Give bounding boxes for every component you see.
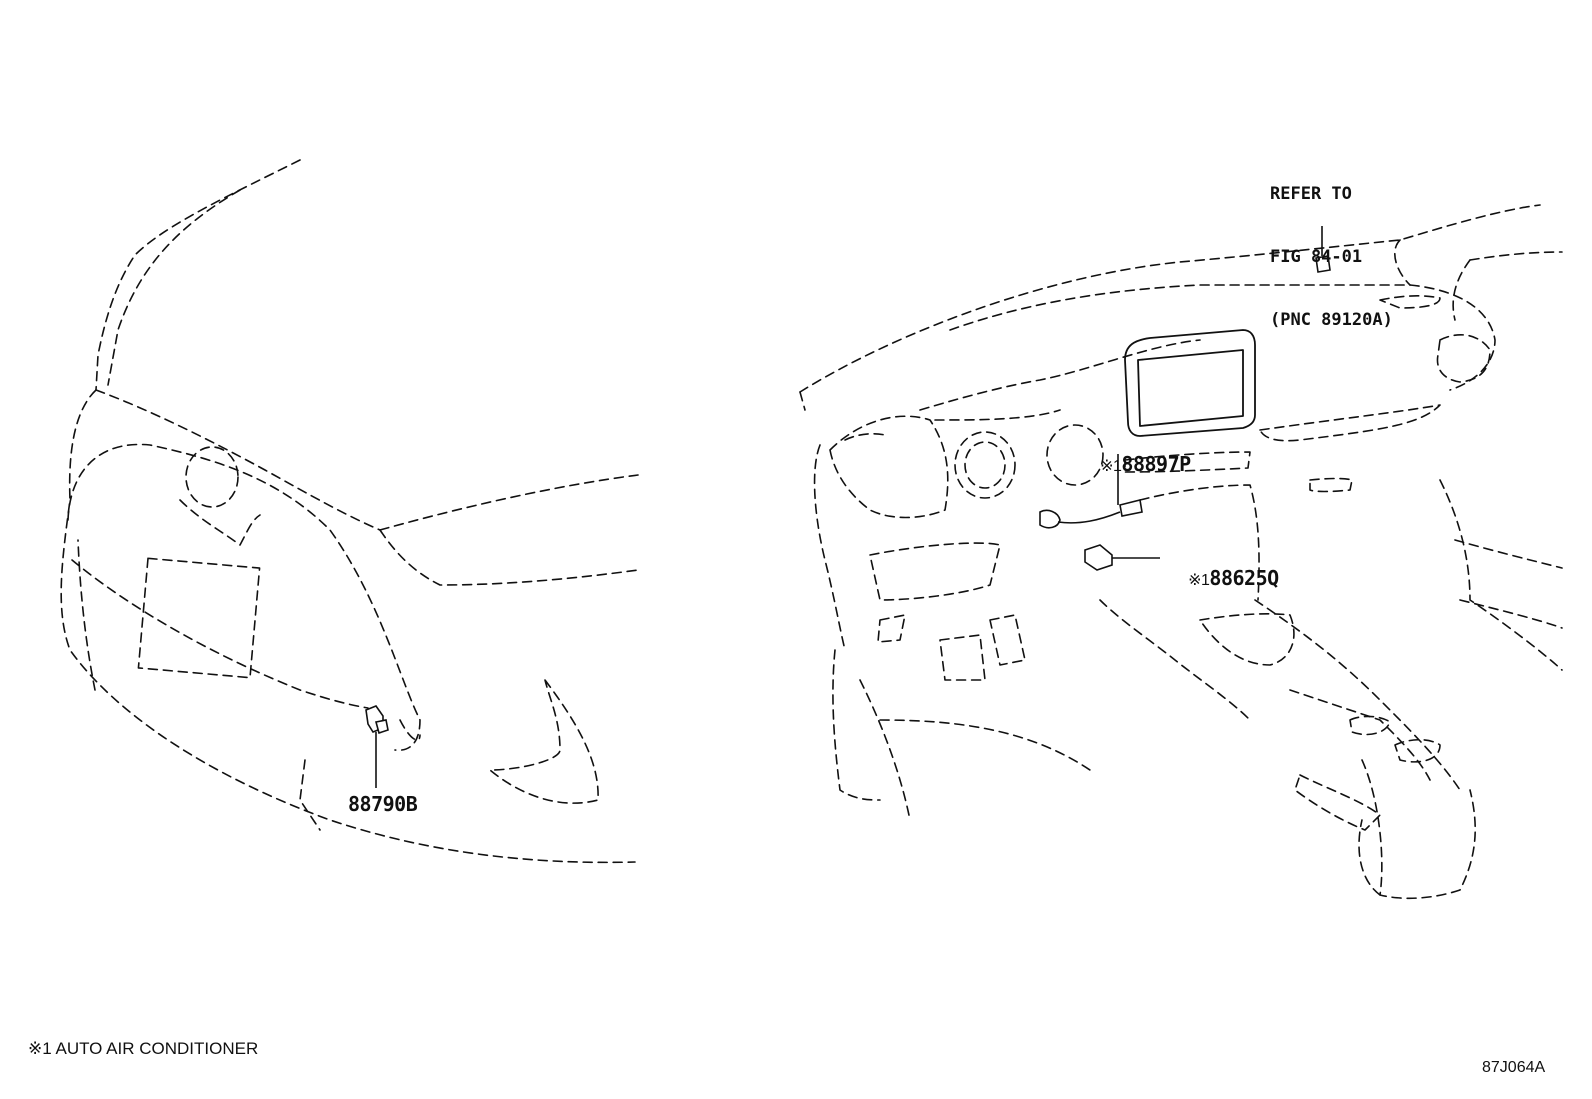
ambient-sensor-88790B-illustration: [365, 705, 389, 788]
footnote-marker: ※1: [1100, 458, 1122, 475]
footnote-marker: ※1: [1188, 572, 1210, 589]
callout-88625Q: ※188625Q: [1165, 548, 1279, 589]
reference-note-line1: REFER TO: [1270, 184, 1352, 204]
vehicle-front-illustration: [60, 159, 639, 864]
solar-sensor-89120A-illustration: [1315, 226, 1331, 273]
reference-note-line2: FIG 84-01: [1270, 247, 1363, 267]
callout-88625Q-text: 88625Q: [1209, 566, 1279, 590]
footnote-auto-air-conditioner: ※1 AUTO AIR CONDITIONER: [28, 1039, 259, 1058]
reference-note-line3: (PNC 89120A): [1270, 310, 1393, 330]
callout-88790B: 88790B: [348, 792, 418, 816]
room-temp-sensor-88625Q-illustration: [1084, 544, 1160, 571]
figure-code: 87J064A: [1482, 1059, 1546, 1076]
aspirator-88897P-illustration: [1039, 454, 1143, 529]
callout-88897P: ※188897P: [1077, 434, 1191, 475]
reference-note: REFER TO FIG 84-01 (PNC 89120A): [1270, 142, 1393, 352]
callout-88897P-text: 88897P: [1121, 452, 1191, 476]
dashboard-illustration: [799, 204, 1563, 900]
